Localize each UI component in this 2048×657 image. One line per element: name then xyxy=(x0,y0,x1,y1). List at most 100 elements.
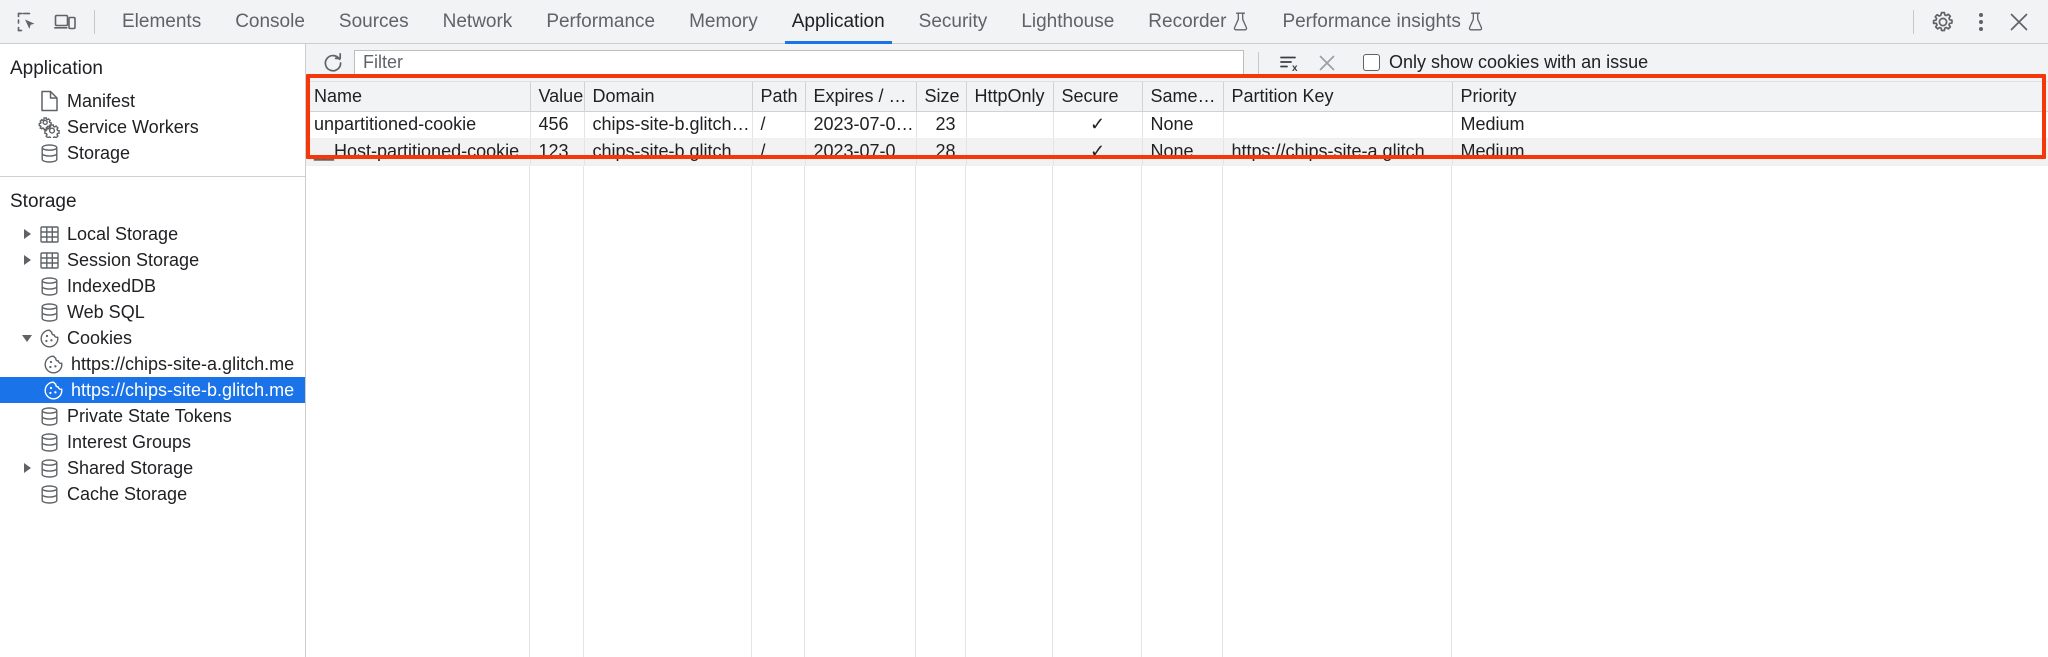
tab-console[interactable]: Console xyxy=(218,0,322,44)
expand-arrow-icon[interactable] xyxy=(18,229,36,239)
cell-partition-key: https://chips-site-a.glitch.me xyxy=(1223,138,1453,166)
table-empty-grid xyxy=(306,82,2048,657)
filter-input[interactable] xyxy=(354,49,1244,76)
sidebar-item-cache-storage[interactable]: Cache Storage xyxy=(0,481,305,507)
experiment-flask-icon xyxy=(1468,12,1483,31)
sidebar-item-cookie-origin-site-a[interactable]: https://chips-site-a.glitch.me xyxy=(0,351,305,377)
refresh-icon[interactable] xyxy=(318,49,348,77)
devtools-top-toolbar: Elements Console Sources Network Perform… xyxy=(0,0,2048,44)
sidebar-item-service-workers[interactable]: Service Workers xyxy=(0,114,305,140)
sidebar-item-shared-storage[interactable]: Shared Storage xyxy=(0,455,305,481)
sidebar-item-cookies[interactable]: Cookies xyxy=(0,325,305,351)
tab-memory[interactable]: Memory xyxy=(672,0,775,44)
sidebar-item-label: Session Storage xyxy=(67,250,200,270)
database-icon xyxy=(36,431,62,453)
database-icon xyxy=(36,483,62,505)
sidebar-item-cookie-origin-site-b[interactable]: https://chips-site-b.glitch.me xyxy=(0,377,305,403)
tab-label: Console xyxy=(235,10,305,32)
sidebar-item-private-state-tokens[interactable]: Private State Tokens xyxy=(0,403,305,429)
cell-path: / xyxy=(752,138,806,166)
tab-label: Security xyxy=(918,10,988,32)
svg-text:x: x xyxy=(1292,63,1298,74)
sidebar-item-label: IndexedDB xyxy=(67,276,157,296)
document-icon xyxy=(36,90,62,112)
column-header-value[interactable]: Value xyxy=(530,82,585,112)
sidebar-item-manifest[interactable]: Manifest xyxy=(0,88,305,114)
sidebar-item-label: Shared Storage xyxy=(67,458,194,478)
column-header-path[interactable]: Path xyxy=(752,82,806,112)
clear-all-cookies-icon[interactable] xyxy=(1311,49,1343,77)
collapse-arrow-icon[interactable] xyxy=(18,334,36,342)
tab-performance[interactable]: Performance xyxy=(529,0,672,44)
clear-filtered-cookies-icon[interactable]: x xyxy=(1273,49,1305,77)
column-header-name[interactable]: Name xyxy=(306,82,531,112)
sidebar-item-storage[interactable]: Storage xyxy=(0,140,305,166)
sidebar-item-indexeddb[interactable]: IndexedDB xyxy=(0,273,305,299)
tab-lighthouse[interactable]: Lighthouse xyxy=(1004,0,1131,44)
sidebar-section-application: Application Manifest xyxy=(0,44,305,176)
tab-label: Performance xyxy=(546,10,656,32)
cell-value: 123 xyxy=(530,138,585,166)
column-header-priority[interactable]: Priority xyxy=(1452,82,2048,112)
sidebar-item-label: Manifest xyxy=(67,91,136,111)
cell-name: __Host-partitioned-cookie xyxy=(306,138,531,166)
toolbar-divider xyxy=(1913,9,1914,34)
cell-secure: ✓ xyxy=(1053,111,1143,139)
close-icon[interactable] xyxy=(2000,4,2038,40)
cell-samesite: None xyxy=(1142,111,1224,139)
column-header-secure[interactable]: Secure xyxy=(1053,82,1143,112)
column-header-domain[interactable]: Domain xyxy=(584,82,753,112)
column-header-expires[interactable]: Expires / M… xyxy=(805,82,917,112)
table-row[interactable]: __Host-partitioned-cookie 123 chips-site… xyxy=(306,138,2048,166)
tab-label: Performance insights xyxy=(1282,10,1461,32)
tab-sources[interactable]: Sources xyxy=(322,0,426,44)
cell-domain: chips-site-b.glitch.me xyxy=(584,111,753,139)
checkbox-box[interactable] xyxy=(1363,54,1380,71)
gears-icon xyxy=(36,116,62,138)
expand-arrow-icon[interactable] xyxy=(18,463,36,473)
table-row[interactable]: unpartitioned-cookie 456 chips-site-b.gl… xyxy=(306,111,2048,139)
cookies-table[interactable]: Name Value Domain Path Expires / M… Size… xyxy=(306,82,2048,166)
inspect-element-icon[interactable] xyxy=(8,4,46,40)
tab-label: Application xyxy=(791,10,885,32)
cell-domain: chips-site-b.glitch.me xyxy=(584,138,753,166)
column-header-size[interactable]: Size xyxy=(916,82,967,112)
application-sidebar: Application Manifest xyxy=(0,44,306,657)
cell-size: 28 xyxy=(916,138,967,166)
column-header-partition-key[interactable]: Partition Key xyxy=(1223,82,1453,112)
cell-samesite: None xyxy=(1142,138,1224,166)
sidebar-item-web-sql[interactable]: Web SQL xyxy=(0,299,305,325)
cookie-icon xyxy=(36,327,62,349)
sidebar-item-label: Cache Storage xyxy=(67,484,188,504)
cookies-panel: x Only show cookies with an issue xyxy=(306,44,2048,657)
column-header-samesite[interactable]: SameSite xyxy=(1142,82,1224,112)
tab-performance-insights[interactable]: Performance insights xyxy=(1265,0,1499,44)
column-header-httponly[interactable]: HttpOnly xyxy=(966,82,1054,112)
tab-network[interactable]: Network xyxy=(426,0,530,44)
checkbox-label: Only show cookies with an issue xyxy=(1389,52,1649,72)
sidebar-item-label: Cookies xyxy=(67,328,133,348)
toolbar-right-controls xyxy=(1903,0,2038,44)
cell-priority: Medium xyxy=(1452,111,2048,139)
cell-path: / xyxy=(752,111,806,139)
more-options-icon[interactable] xyxy=(1962,4,2000,40)
tab-security[interactable]: Security xyxy=(902,0,1005,44)
sidebar-item-local-storage[interactable]: Local Storage xyxy=(0,221,305,247)
database-icon xyxy=(36,457,62,479)
tab-label: Sources xyxy=(338,10,409,32)
only-show-issues-checkbox[interactable]: Only show cookies with an issue xyxy=(1363,52,1648,73)
tab-application[interactable]: Application xyxy=(775,0,902,44)
tab-label: Recorder xyxy=(1148,10,1227,32)
tab-elements[interactable]: Elements xyxy=(105,0,218,44)
cookies-filter-toolbar: x Only show cookies with an issue xyxy=(306,44,2048,82)
tab-recorder[interactable]: Recorder xyxy=(1131,0,1265,44)
gear-icon[interactable] xyxy=(1924,4,1962,40)
sidebar-item-session-storage[interactable]: Session Storage xyxy=(0,247,305,273)
cookies-table-region: Name Value Domain Path Expires / M… Size… xyxy=(306,82,2048,657)
device-toolbar-icon[interactable] xyxy=(46,4,84,40)
expand-arrow-icon[interactable] xyxy=(18,255,36,265)
sidebar-item-interest-groups[interactable]: Interest Groups xyxy=(0,429,305,455)
database-icon xyxy=(36,275,62,297)
toolbar-divider xyxy=(94,9,95,34)
